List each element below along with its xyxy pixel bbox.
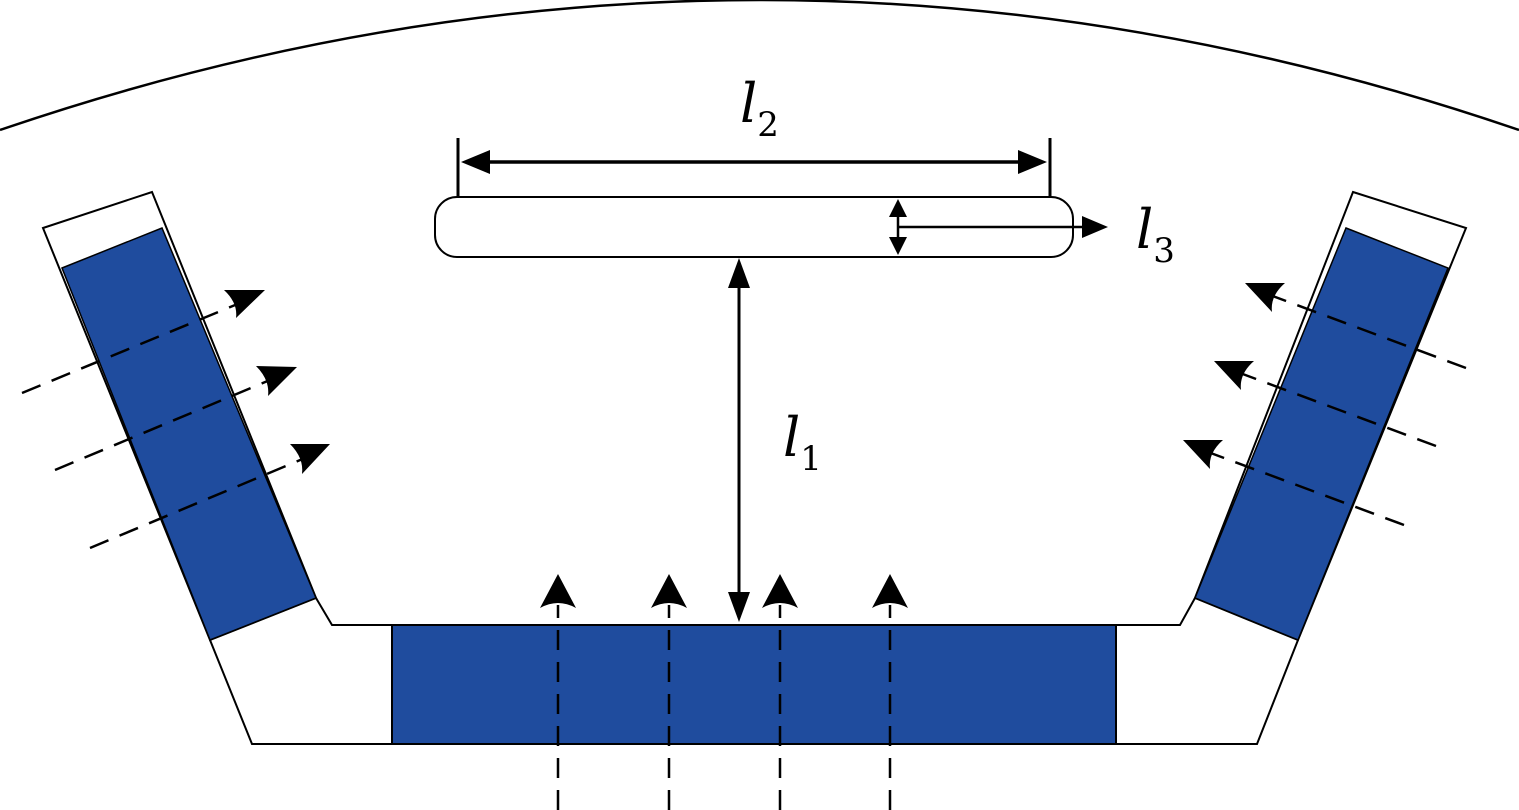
bottom-magnet — [391, 624, 1117, 745]
left-flux-lines — [21, 301, 306, 550]
left-magnet — [61, 227, 317, 641]
arrowhead-right-3 — [1183, 440, 1223, 469]
right-slot — [1193, 190, 1468, 642]
label-l3: l3 — [1136, 198, 1175, 271]
rotor-outer-arc — [0, 0, 1519, 132]
l1-arrowhead-bottom — [728, 592, 750, 622]
l1-arrowhead-top — [728, 258, 750, 288]
l2-arrowhead-left — [461, 150, 490, 174]
arrowhead-left-2 — [256, 366, 297, 396]
bottom-flux-arrowheads — [540, 574, 908, 608]
l3-arrowhead-top — [889, 199, 907, 217]
arrowhead-up-1 — [540, 574, 576, 608]
dimension-l1 — [728, 258, 750, 622]
slot-shoulder-right — [1115, 597, 1196, 626]
right-flux-lines — [1207, 293, 1467, 527]
slot-shoulder-left — [315, 597, 395, 626]
bottom-flux-lines — [556, 605, 892, 810]
l3-arrowhead-bottom — [889, 237, 907, 255]
arrowhead-left-1 — [224, 290, 265, 318]
label-l1: l1 — [783, 406, 822, 479]
arrowhead-up-4 — [872, 574, 908, 608]
dimension-l2 — [456, 138, 1052, 197]
left-slot — [41, 190, 318, 642]
arrowhead-left-3 — [290, 444, 330, 474]
arrowhead-up-2 — [651, 574, 687, 608]
right-flux-arrowheads — [1183, 283, 1285, 469]
left-flux-arrowheads — [224, 290, 330, 474]
arrowhead-right-2 — [1214, 361, 1254, 390]
l3-leader-arrowhead — [1082, 216, 1108, 238]
label-l2: l2 — [740, 72, 779, 145]
dimension-l3 — [889, 199, 1108, 255]
right-magnet — [1194, 227, 1449, 641]
arrowhead-up-3 — [762, 574, 798, 608]
arrowhead-right-1 — [1245, 283, 1285, 312]
l2-arrowhead-right — [1018, 150, 1047, 174]
